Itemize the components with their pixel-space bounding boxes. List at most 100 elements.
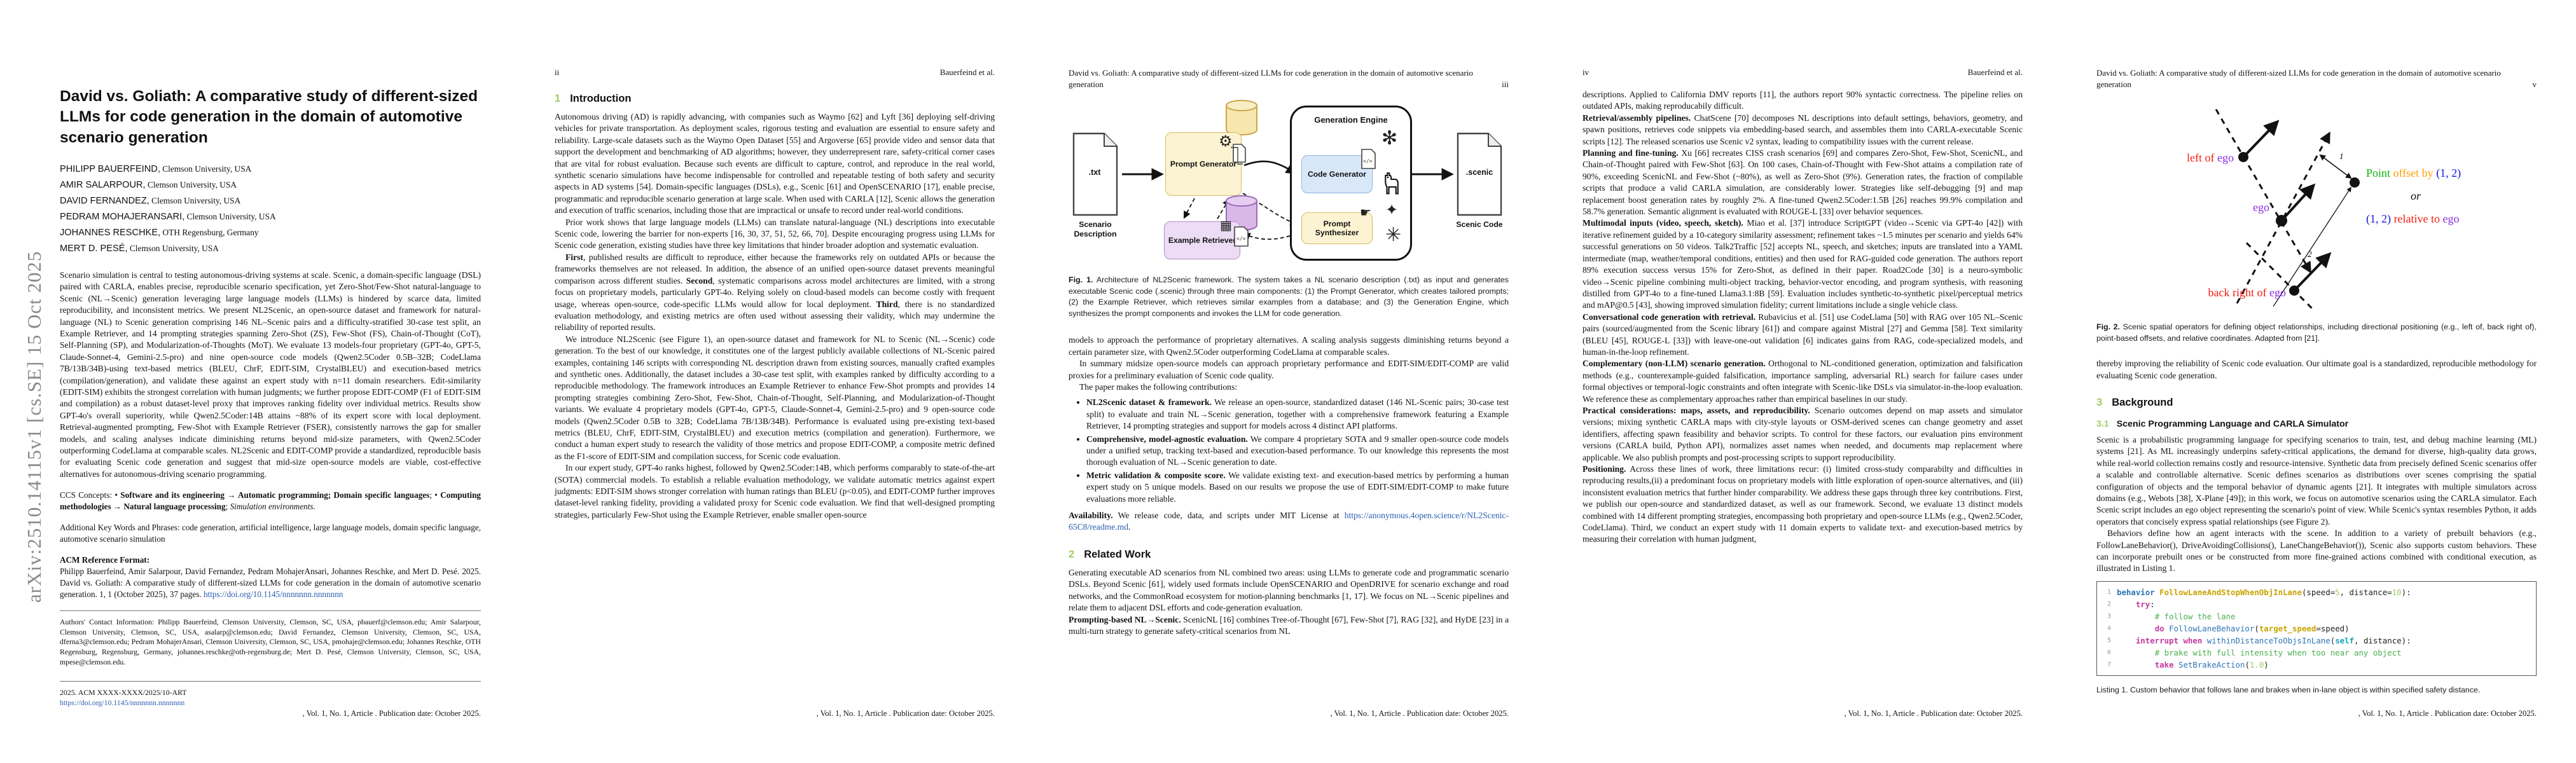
author-line: MERT D. PESÉ, Clemson University, USA [60,242,481,256]
left-of-ego-label: left of ego [2187,151,2234,164]
prompt-database-icon [1226,100,1257,136]
code-generator-box: Code Generator [1301,155,1373,193]
page-1: arXiv:2510.14115v1 [cs.SE] 15 Oct 2025 D… [19,19,502,744]
ccs-concepts: CCS Concepts: • Software and its enginee… [60,490,481,512]
figure-1-caption: Fig. 1. Architecture of NL2Scenic framew… [1069,275,1509,318]
author-affiliation: OTH Regensburg, Germany [160,227,259,237]
paragraph: thereby improving the reliability of Sce… [2096,359,2537,380]
paragraph: Practical considerations: maps, assets, … [1582,405,2023,462]
txt-file-label: .txt [1088,168,1101,177]
contribution-list: NL2Scenic dataset & framework. We releas… [1086,397,1509,505]
code-generator-label: Code Generator [1307,170,1367,179]
relative-to-ego-label: (1, 2) relative to ego [2366,212,2459,226]
page-header: David vs. Goliath: A comparative study o… [1069,67,1509,90]
llama-icon [1385,172,1399,195]
author-line: PEDRAM MOHAJERANSARI, Clemson University… [60,210,481,224]
page-5: David vs. Goliath: A comparative study o… [2075,19,2558,744]
page-footer: , Vol. 1, No. 1, Article . Publication d… [816,709,995,718]
figure-2-caption: Fig. 2. Scenic spatial operators for def… [2096,322,2537,343]
author-affiliation: Clemson University, USA [184,211,276,221]
arxiv-sidebar-label: arXiv:2510.14115v1 [cs.SE] 15 Oct 2025 [23,251,45,603]
chip-icon: ▦ [1220,217,1232,233]
author-line: JOHANNES RESCHKE, OTH Regensburg, German… [60,226,481,240]
paper-title: David vs. Goliath: A comparative study o… [60,88,478,146]
heading-arrow [2242,120,2280,158]
offset-point-dot [2350,177,2360,188]
code-line: 6 # brake with full intensity when too n… [2107,647,2402,657]
page-header: ii Bauerfeind et al. [555,67,995,78]
burst-icon: ✳ [1385,224,1402,246]
authors-contact: Authors' Contact Information: Philipp Ba… [60,617,481,666]
running-head: Bauerfeind et al. [939,67,995,77]
code-line: 5 interrupt when withinDistanceToObjsInL… [2107,635,2411,645]
author-name: PHILIPP BAUERFEIND, [60,163,160,174]
author-name: AMIR SALARPOUR, [60,179,146,190]
paragraph: Multimodal inputs (video, speech, sketch… [1582,218,2023,310]
offset-2-arrow [2273,186,2351,307]
scenario-description-label: Scenario Description [1074,220,1117,238]
or-label: or [2411,189,2421,202]
offset-1-arrow [2319,154,2352,179]
listing-1-caption: Listing 1. Custom behavior that follows … [2096,685,2481,694]
running-head: Bauerfeind et al. [1967,67,2023,77]
paragraph: descriptions. Applied to California DMV … [1582,90,2023,111]
code-line: 4 do FollowLaneBehavior(target_speed=spe… [2107,623,2350,633]
scenic-code-label: Scenic Code [1456,220,1503,229]
author-name: MERT D. PESÉ, [60,243,128,254]
running-title: David vs. Goliath: A comparative study o… [2096,68,2501,89]
list-item: NL2Scenic dataset & framework. We releas… [1086,397,1509,432]
paragraph: Conversational code generation with retr… [1582,312,2023,357]
tools-icon: ⚙ [1219,132,1233,150]
author-affiliation: Clemson University, USA [145,179,237,189]
page-number: iii [1502,79,1509,89]
copyright-doi: https://doi.org/10.1145/nnnnnnn.nnnnnnn [60,698,481,708]
page-footer: , Vol. 1, No. 1, Article . Publication d… [1330,709,1509,718]
availability-link[interactable]: https://anonymous.4open.science/r/NL2Sce… [1069,511,1509,532]
offset-1-label: 1 [2339,151,2344,161]
list-item: Comprehensive, model-agnostic evaluation… [1086,434,1509,469]
sparkle-icon: ✦ [1385,201,1399,219]
ego-dot [2276,215,2287,226]
figure-1-architecture-diagram: .txt Scenario Description Prompt Generat… [1069,99,1509,266]
copyright-line: 2025. ACM XXXX-XXXX/2025/10-ART [60,688,187,698]
txt-file-icon [1072,132,1118,216]
list-item: Metric validation & composite score. We … [1086,470,1509,505]
prompt-generator-label: Prompt Generator [1170,160,1237,168]
paragraph: We introduce NL2Scenic (see Figure 1), a… [555,334,995,461]
doi-link[interactable]: https://doi.org/10.1145/nnnnnnn.nnnnnnn [203,589,343,600]
page-number: iv [1582,67,1589,77]
prompt-synthesizer-label: Prompt Synthesizer [1315,219,1359,237]
doi-link[interactable]: https://doi.org/10.1145/nnnnnnn.nnnnnnn [60,698,185,707]
page-header: iv Bauerfeind et al. [1582,67,2023,78]
hand-click-icon: ☛ [1360,205,1371,220]
code-file-icon: </> [1361,149,1376,169]
author-line: DAVID FERNANDEZ, Clemson University, USA [60,194,481,208]
running-title: David vs. Goliath: A comparative study o… [1069,68,1473,89]
paragraph: In our expert study, GPT-4o ranks highes… [555,463,995,519]
code-file-icon: </> [1234,226,1249,247]
figure-2-spatial-operators: left of ego ego 1 2 Point offset by (1, … [2107,97,2526,324]
paragraph: The paper makes the following contributi… [1079,382,1238,392]
author-affiliation: Clemson University, USA [149,195,241,205]
author-line: AMIR SALARPOUR, Clemson University, USA [60,178,481,192]
page-footer: , Vol. 1, No. 1, Article . Publication d… [2358,709,2537,718]
scenic-file-label: .scenic [1465,168,1493,177]
divider [60,681,481,682]
point-offset-label: Point offset by (1, 2) [2366,167,2461,180]
author-affiliation: Clemson University, USA [160,163,252,174]
back-right-of-ego-label: back right of ego [2208,286,2286,299]
page-3: David vs. Goliath: A comparative study o… [1047,19,1530,744]
offset-2-label: 2 [2308,249,2312,259]
paragraph: Autonomous driving (AD) is rapidly advan… [555,112,995,216]
paragraph: Prior work shows that large language mod… [555,217,995,251]
paragraph: models to approach the performance of pr… [1069,335,1509,357]
dashed-line [2245,242,2328,324]
openai-icon: ✻ [1381,127,1398,149]
dashed-line [2215,109,2311,274]
author-list: PHILIPP BAUERFEIND, Clemson University, … [60,162,481,256]
